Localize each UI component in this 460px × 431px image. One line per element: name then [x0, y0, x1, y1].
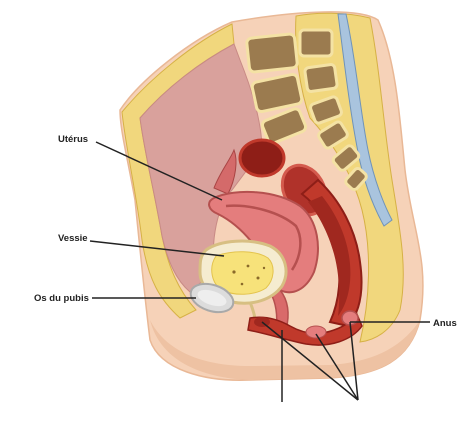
- vertebra: [331, 144, 361, 172]
- label-anus: Anus: [433, 318, 457, 329]
- muscle-leader-1: [261, 321, 359, 401]
- label-uterus: Utérus: [58, 134, 88, 145]
- bladder-dot: [246, 264, 250, 268]
- pubic-bone-cortex: [197, 289, 227, 307]
- vertebra: [309, 95, 343, 125]
- vertebra: [245, 32, 299, 74]
- uterus-leader: [95, 141, 223, 201]
- bladder-leader: [89, 240, 225, 257]
- leader-lines: [89, 141, 430, 402]
- intestine-loop: [238, 138, 286, 178]
- abdomen-shade: [150, 320, 420, 380]
- fallopian-tube: [213, 148, 237, 195]
- vertebra: [303, 63, 339, 93]
- spinal-canal: [337, 13, 393, 227]
- muscle-leader-3: [349, 321, 359, 401]
- vertebra: [344, 167, 368, 191]
- vertebra: [317, 120, 349, 150]
- label-bladder: Vessie: [58, 233, 88, 244]
- bladder-dot: [262, 266, 266, 270]
- abdominal-cavity: [139, 43, 263, 293]
- vertebra: [260, 107, 308, 145]
- rectum-inner: [308, 196, 351, 316]
- bladder-dot: [232, 270, 236, 274]
- bladder-dot: [256, 276, 260, 280]
- label-pubic-bone: Os du pubis: [34, 293, 89, 304]
- bladder-lumen: [211, 251, 274, 295]
- bladder-dot: [240, 282, 244, 286]
- perineal-muscle-node: [305, 325, 327, 339]
- vertebra: [298, 28, 334, 58]
- muscle-leader-2: [315, 333, 359, 401]
- vertebral-column: [245, 28, 368, 191]
- posterior-fat-layer: [295, 12, 404, 343]
- uterine-cavity: [225, 204, 302, 271]
- vertebra: [250, 72, 304, 114]
- uterus: [208, 190, 319, 294]
